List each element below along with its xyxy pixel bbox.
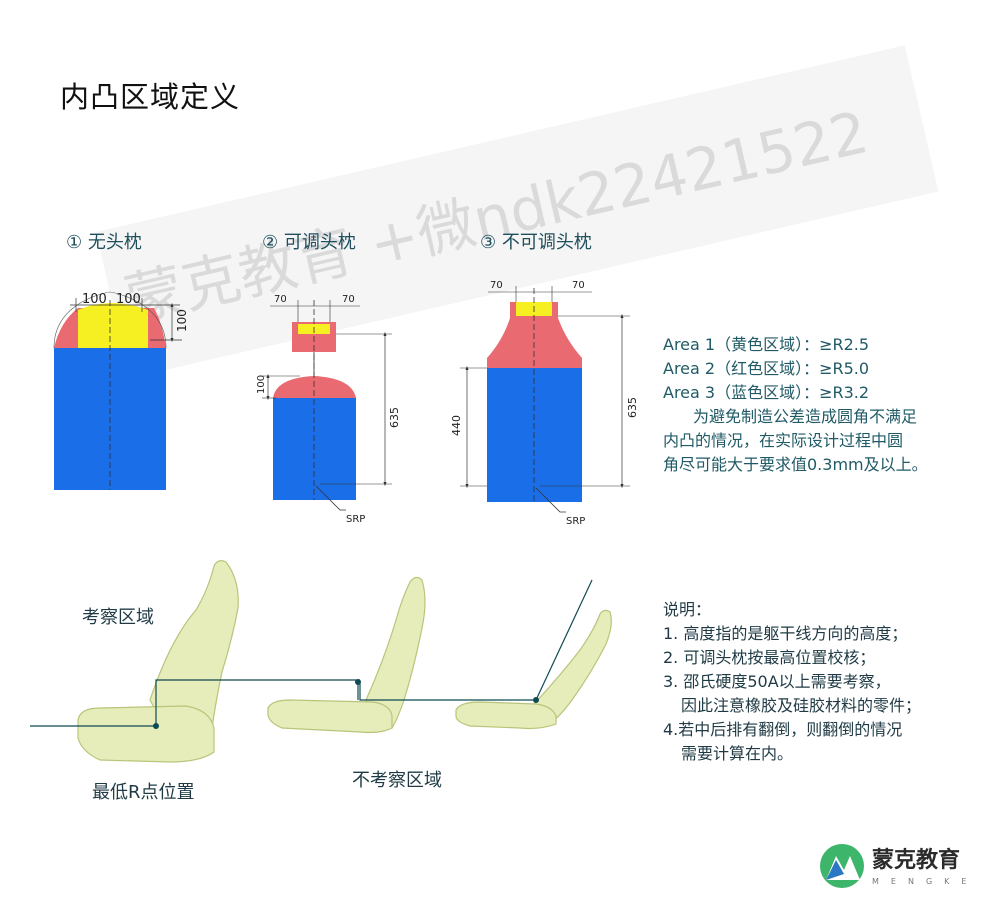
area1-yellow — [78, 303, 148, 348]
note-4: 4.若中后排有翻倒，则翻倒的情况 — [663, 720, 903, 739]
dim-440: 440 — [450, 415, 463, 436]
dim-635-fixed: 635 — [626, 397, 639, 418]
logo-name: 蒙克教育 — [872, 848, 961, 873]
srp-label-adjustable: SRP — [346, 514, 365, 525]
dim-635-adjustable: 635 — [388, 407, 401, 428]
note-2: 2. 可调头枕按最高位置校核； — [663, 648, 876, 667]
notes-title: 说明： — [663, 600, 712, 619]
diagram-fixed-headrest — [460, 286, 630, 513]
area3-text: Area 3（蓝色区域）：≥R3.2 — [663, 383, 870, 402]
label-considered-area: 考察区域 — [82, 607, 154, 628]
seat-middle-cushion — [267, 699, 393, 734]
dim-70-right-fixed: 70 — [572, 280, 585, 291]
logo-icon — [820, 844, 864, 888]
seat-rear-back — [533, 609, 612, 723]
dim-70-left: 70 — [274, 294, 287, 305]
heading-fixed-headrest: ③ 不可调头枕 — [480, 232, 592, 253]
area1-text: Area 1（黄色区域）：≥R2.5 — [663, 335, 870, 354]
explanation-notes: 说明： 1. 高度指的是躯干线方向的高度； 2. 可调头枕按最高位置校核； 3.… — [663, 598, 921, 766]
seat-front-cushion — [77, 705, 215, 763]
tolerance-note-1: 为避免制造公差造成圆角不满足 — [693, 407, 918, 426]
fixed-red — [487, 302, 582, 368]
note-3-cont: 因此注意橡胶及硅胶材料的零件； — [681, 696, 922, 715]
heading-adjustable-headrest: ② 可调头枕 — [262, 232, 356, 253]
area-definitions: Area 1（黄色区域）：≥R2.5 Area 2（红色区域）：≥R5.0 Ar… — [663, 333, 928, 477]
seat-middle — [267, 576, 426, 734]
seat-middle-back — [365, 576, 426, 731]
fixed-blue — [487, 368, 582, 502]
note-1: 1. 高度指的是躯干线方向的高度； — [663, 624, 908, 643]
seat-rear-cushion — [455, 701, 557, 730]
diagram-adjustable-headrest — [262, 300, 392, 511]
note-3: 3. 邵氏硬度50A以上需要考察， — [663, 672, 891, 691]
seatback-red — [273, 376, 356, 398]
srp-label-fixed: SRP — [566, 516, 585, 527]
dim-70-right: 70 — [342, 294, 355, 305]
logo-subtitle: MENGKE — [872, 877, 979, 886]
seat-front — [77, 560, 239, 763]
dim-70-left-fixed: 70 — [490, 280, 503, 291]
page-title: 内凸区域定义 — [60, 80, 241, 114]
seat-front-back — [149, 560, 239, 741]
label-lowest-r-point: 最低R点位置 — [92, 782, 195, 803]
seat-rear — [455, 609, 612, 730]
tolerance-note-3: 角尽可能大于要求值0.3mm及以上。 — [663, 455, 928, 474]
middle-point-dot — [355, 679, 361, 685]
dim-100-small: 100 — [256, 375, 267, 394]
dim-100-right: 100 — [116, 292, 141, 307]
r-point-dot — [153, 723, 159, 729]
note-4-cont: 需要计算在内。 — [681, 744, 794, 763]
rear-point-dot — [533, 697, 539, 703]
label-not-considered-area: 不考察区域 — [352, 770, 442, 791]
seatback-blue — [273, 398, 356, 500]
dim-100-left: 100 — [82, 292, 107, 307]
tolerance-note-2: 内凸的情况，在实际设计过程中圆 — [663, 431, 904, 450]
dim-100-height: 100 — [175, 309, 189, 332]
area2-text: Area 2（红色区域）：≥R5.0 — [663, 359, 870, 378]
diagram-no-headrest — [53, 291, 182, 490]
heading-no-headrest: ① 无头枕 — [66, 232, 142, 253]
